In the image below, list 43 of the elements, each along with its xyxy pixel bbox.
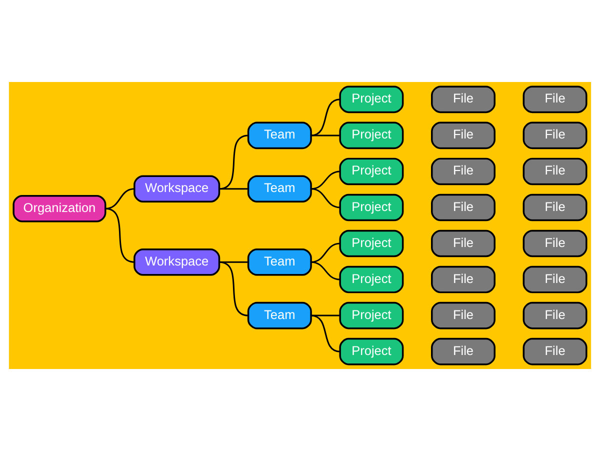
- node-box: Project: [339, 229, 404, 257]
- node-box: File: [522, 121, 588, 149]
- connector: [310, 170, 340, 190]
- node-box: File: [431, 85, 496, 113]
- node-box: File: [522, 301, 588, 329]
- node-box: Organization: [12, 194, 106, 222]
- node-box: Team: [247, 121, 312, 149]
- node-box: Project: [339, 265, 404, 293]
- node-box: File: [522, 193, 588, 221]
- connector: [105, 188, 134, 209]
- connector: [310, 260, 340, 280]
- connector: [105, 207, 135, 262]
- node-box: Project: [339, 337, 404, 365]
- connector: [219, 134, 248, 190]
- node-box: Project: [339, 157, 404, 185]
- node-box: Project: [339, 301, 404, 329]
- node-box: Project: [339, 85, 404, 113]
- node-box: File: [431, 229, 496, 257]
- connector: [310, 314, 340, 352]
- node-box: File: [522, 85, 588, 113]
- connector: [310, 98, 340, 136]
- node-box: Team: [247, 248, 312, 276]
- node-box: File: [522, 157, 588, 185]
- node-box: Team: [247, 301, 312, 329]
- node-box: File: [431, 265, 496, 293]
- node-box: Project: [339, 121, 404, 149]
- connector: [311, 134, 340, 136]
- node-box: Workspace: [134, 248, 220, 276]
- connector: [219, 188, 248, 190]
- node-box: Team: [247, 174, 312, 202]
- node-box: File: [431, 337, 496, 365]
- node-box: File: [431, 193, 496, 221]
- node-box: File: [431, 121, 496, 149]
- node-box: File: [431, 157, 496, 185]
- node-box: File: [522, 265, 588, 293]
- connector: [310, 188, 340, 208]
- node-box: Workspace: [134, 174, 220, 202]
- node-box: Project: [339, 193, 404, 221]
- node-box: File: [431, 301, 496, 329]
- connector: [219, 260, 248, 316]
- node-box: File: [522, 337, 588, 365]
- connector: [310, 242, 340, 262]
- node-box: File: [522, 229, 588, 257]
